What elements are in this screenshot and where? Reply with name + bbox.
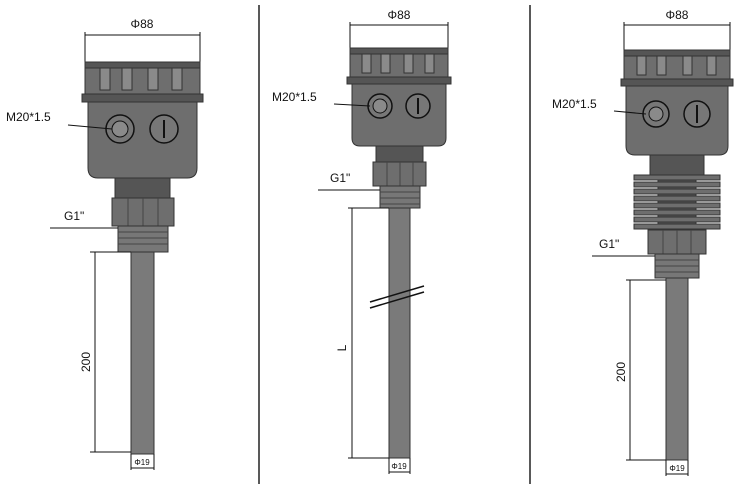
thread-label: M20*1.5 [272, 90, 317, 104]
thread-label: M20*1.5 [552, 97, 597, 111]
rod-diameter-label: Φ19 [134, 458, 150, 467]
housing-diameter-label: Φ88 [666, 8, 689, 22]
rod-diameter-dimension [665, 460, 689, 476]
rod-diameter-label: Φ19 [669, 464, 685, 473]
rod-length-dimension [90, 251, 131, 453]
housing-body [351, 83, 447, 147]
rod-length-label: L [335, 344, 349, 351]
process-fitting [111, 177, 175, 253]
fitting-label: G1" [330, 171, 350, 185]
housing-diameter-dimension [349, 22, 449, 48]
process-fitting [647, 229, 707, 279]
rod-diameter-label: Φ19 [391, 462, 407, 471]
process-fitting [372, 145, 427, 209]
rod-length-dimension [348, 207, 389, 459]
probe-rod [665, 277, 689, 461]
housing-diameter-label: Φ88 [388, 8, 411, 22]
probe-rod [388, 207, 411, 459]
probe-rod [130, 251, 155, 455]
rod-diameter-dimension [388, 458, 411, 474]
panel-rod-200-finned: Φ88 [552, 8, 734, 476]
housing-body [87, 101, 198, 179]
thread-label: M20*1.5 [6, 110, 51, 124]
rod-length-label: 200 [79, 352, 93, 372]
housing-diameter-label: Φ88 [131, 17, 154, 31]
housing-body [625, 85, 729, 156]
housing-neck [649, 154, 705, 176]
cooling-fins [633, 174, 721, 231]
housing-cap [346, 47, 452, 85]
panel-rod-200: Φ88 [6, 17, 204, 470]
rod-diameter-dimension [130, 454, 155, 470]
housing-cap [620, 49, 734, 87]
rod-break-mark [369, 285, 425, 309]
housing-cap [81, 61, 204, 103]
panel-rod-L: Φ88 [272, 8, 452, 474]
fitting-label: G1" [64, 209, 84, 223]
rod-length-dimension [626, 279, 666, 461]
fitting-label: G1" [599, 237, 619, 251]
rod-length-label: 200 [614, 362, 628, 382]
housing-diameter-dimension [84, 32, 201, 62]
housing-diameter-dimension [623, 22, 731, 50]
